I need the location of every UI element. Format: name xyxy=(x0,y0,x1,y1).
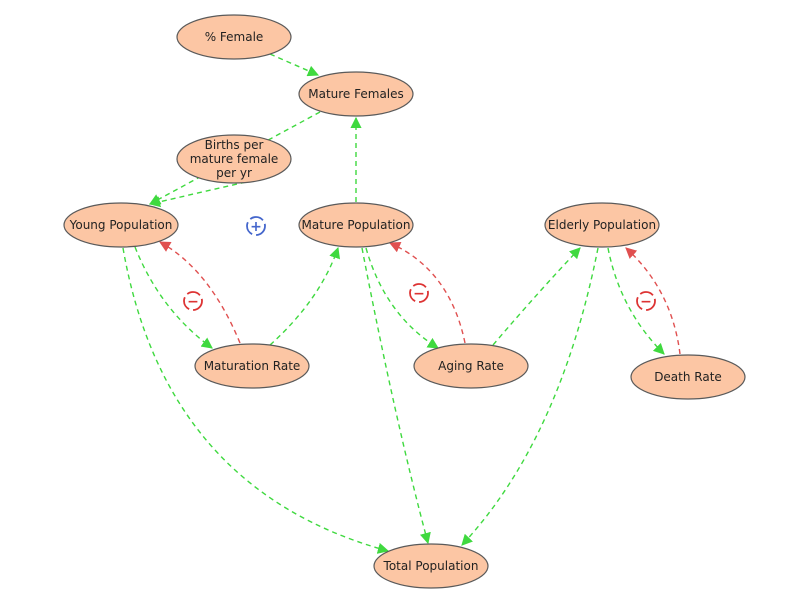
link-elderly-to-total[interactable] xyxy=(461,247,599,546)
node-label: Total Population xyxy=(383,559,479,573)
link-young-to-total[interactable] xyxy=(122,247,390,554)
loop-symbol: − xyxy=(640,294,652,310)
node-shape xyxy=(298,202,414,248)
node-maturation[interactable]: Maturation Rate xyxy=(194,343,310,389)
loop-reinforcing-icon: + xyxy=(246,216,266,236)
node-elderly[interactable]: Elderly Population xyxy=(544,202,660,248)
node-shape xyxy=(298,71,414,117)
loop-balancing-mature-icon: − xyxy=(409,283,429,303)
node-label: Elderly Population xyxy=(548,218,656,232)
link-young-to-maturation[interactable] xyxy=(134,246,213,349)
link-aging-to-elderly[interactable] xyxy=(492,247,581,346)
node-shape xyxy=(176,134,292,184)
node-label: Maturation Rate xyxy=(204,359,301,373)
node-shape xyxy=(630,354,746,400)
node-young[interactable]: Young Population xyxy=(63,202,179,248)
node-label: Young Population xyxy=(69,218,173,232)
node-label: % Female xyxy=(205,30,264,44)
node-shape xyxy=(194,343,310,389)
loop-symbol: − xyxy=(413,286,425,302)
node-shape xyxy=(413,343,529,389)
loop-symbol: − xyxy=(187,294,199,310)
node-pct-female[interactable]: % Female xyxy=(176,14,292,60)
node-label: Death Rate xyxy=(654,370,722,384)
link-elderly-to-death[interactable] xyxy=(607,247,665,355)
link-mature-to-total[interactable] xyxy=(361,247,431,545)
link-maturation-to-mature[interactable] xyxy=(269,246,340,346)
link-maturation-to-young[interactable] xyxy=(159,241,241,344)
node-shape xyxy=(544,202,660,248)
link-aging-to-mature[interactable] xyxy=(388,242,466,344)
edges-layer xyxy=(122,53,681,554)
node-shape xyxy=(373,543,489,589)
node-mature[interactable]: Mature Population xyxy=(298,202,414,248)
node-label: Mature Females xyxy=(308,87,404,101)
node-death[interactable]: Death Rate xyxy=(630,354,746,400)
link-pct-female-to-mature-females[interactable] xyxy=(269,53,320,77)
node-aging[interactable]: Aging Rate xyxy=(413,343,529,389)
node-shape xyxy=(63,202,179,248)
node-mature-females[interactable]: Mature Females xyxy=(298,71,414,117)
link-mature-to-aging[interactable] xyxy=(365,247,439,349)
loop-balancing-young-icon: − xyxy=(183,291,203,311)
loops-layer: + − − − xyxy=(183,216,656,311)
loop-balancing-elderly-icon: − xyxy=(636,291,656,311)
node-total[interactable]: Total Population xyxy=(373,543,489,589)
loop-symbol: + xyxy=(250,219,262,235)
node-shape xyxy=(176,14,292,60)
node-label: Mature Population xyxy=(302,218,411,232)
node-label: Aging Rate xyxy=(438,359,504,373)
